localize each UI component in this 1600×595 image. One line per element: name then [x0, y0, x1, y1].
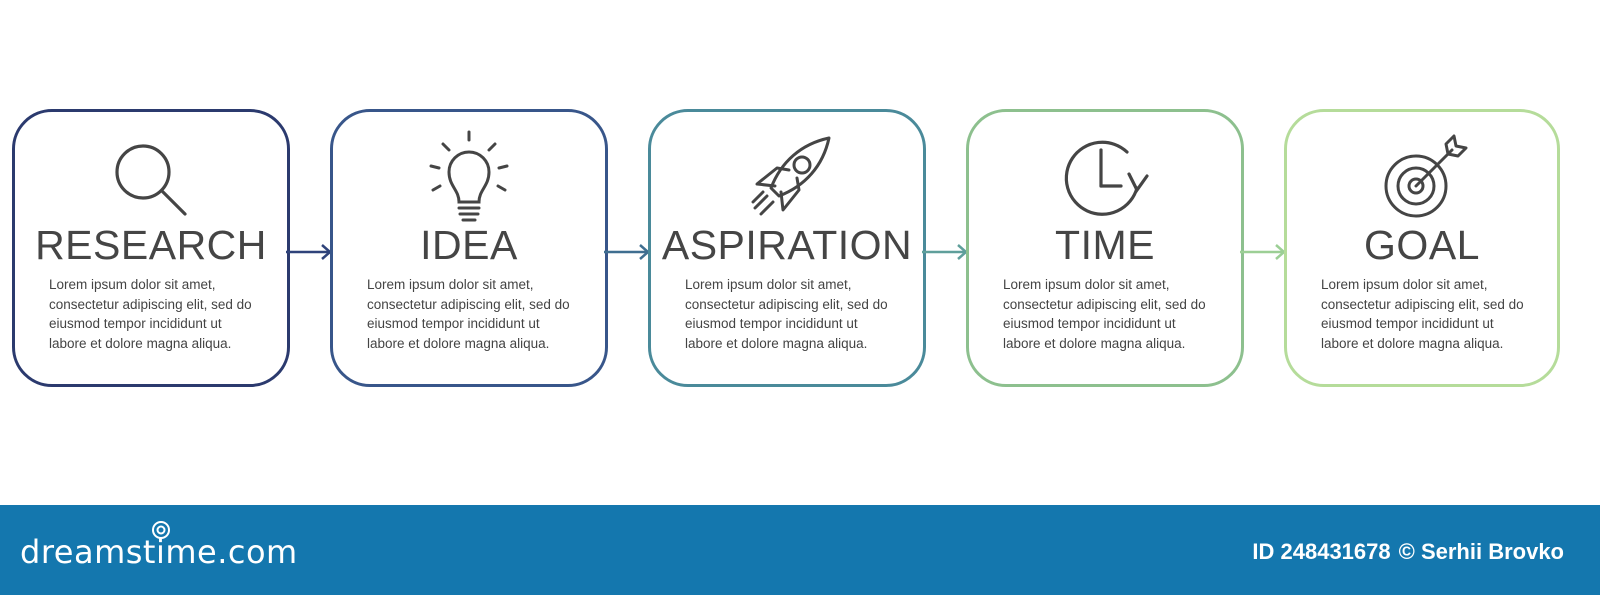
footer-bar: dreamstime.com ID 248431678 © Serhii Brov…: [0, 505, 1600, 595]
desc-line: Lorem ipsum dolor sit amet,: [49, 277, 216, 292]
desc-line: consectetur adipiscing elit, sed do: [1003, 296, 1206, 312]
step-card-research: RESEARCH Lorem ipsum dolor sit amet, con…: [12, 109, 290, 387]
infographic: RESEARCH Lorem ipsum dolor sit amet, con…: [12, 109, 1560, 387]
desc-line: Lorem ipsum dolor sit amet,: [367, 277, 534, 292]
desc-line: Lorem ipsum dolor sit amet,: [1321, 277, 1488, 292]
desc-line: labore et dolore magna aliqua.: [367, 335, 550, 351]
desc-line: consectetur adipiscing elit, sed do: [685, 296, 888, 312]
desc-line: eiusmod tempor incididunt ut: [685, 316, 858, 331]
desc-line: labore et dolore magna aliqua.: [1003, 335, 1186, 351]
desc-line: labore et dolore magna aliqua.: [685, 335, 868, 351]
step-description: Lorem ipsum dolor sit amet, consectetur …: [1321, 275, 1547, 353]
desc-line: Lorem ipsum dolor sit amet,: [685, 277, 852, 292]
step-title: ASPIRATION: [661, 222, 913, 268]
step-description: Lorem ipsum dolor sit amet, consectetur …: [49, 275, 277, 353]
image-id: ID 248431678: [1252, 539, 1391, 564]
step-title: GOAL: [1364, 222, 1480, 268]
desc-line: eiusmod tempor incididunt ut: [49, 316, 222, 331]
desc-line: Lorem ipsum dolor sit amet,: [1003, 277, 1170, 292]
swirl-icon: [152, 521, 170, 539]
rocket-icon: [651, 130, 923, 230]
desc-line: labore et dolore magna aliqua.: [49, 335, 232, 351]
copyright-author: © Serhii Brovko: [1398, 539, 1564, 564]
step-card-goal: GOAL Lorem ipsum dolor sit amet, consect…: [1284, 109, 1560, 387]
desc-line: eiusmod tempor incididunt ut: [1321, 316, 1494, 331]
desc-line: eiusmod tempor incididunt ut: [367, 316, 540, 331]
step-description: Lorem ipsum dolor sit amet, consectetur …: [367, 275, 595, 353]
step-card-time: TIME Lorem ipsum dolor sit amet, consect…: [966, 109, 1244, 387]
target-icon: [1287, 130, 1557, 230]
desc-line: consectetur adipiscing elit, sed do: [367, 296, 570, 312]
desc-line: consectetur adipiscing elit, sed do: [49, 296, 252, 312]
lightbulb-icon: [333, 130, 605, 230]
step-title: TIME: [1055, 222, 1155, 268]
step-card-aspiration: ASPIRATION Lorem ipsum dolor sit amet, c…: [648, 109, 926, 387]
step-description: Lorem ipsum dolor sit amet, consectetur …: [685, 275, 913, 353]
image-credit: ID 248431678 © Serhii Brovko: [1252, 539, 1572, 565]
desc-line: labore et dolore magna aliqua.: [1321, 335, 1504, 351]
step-title: IDEA: [420, 222, 518, 268]
step-card-idea: IDEA Lorem ipsum dolor sit amet, consect…: [330, 109, 608, 387]
step-title: RESEARCH: [35, 222, 267, 268]
clock-icon: [969, 130, 1241, 230]
step-description: Lorem ipsum dolor sit amet, consectetur …: [1003, 275, 1231, 353]
desc-line: eiusmod tempor incididunt ut: [1003, 316, 1176, 331]
site-logo[interactable]: dreamstime.com: [20, 533, 298, 571]
magnifier-icon: [15, 130, 287, 230]
desc-line: consectetur adipiscing elit, sed do: [1321, 296, 1524, 312]
